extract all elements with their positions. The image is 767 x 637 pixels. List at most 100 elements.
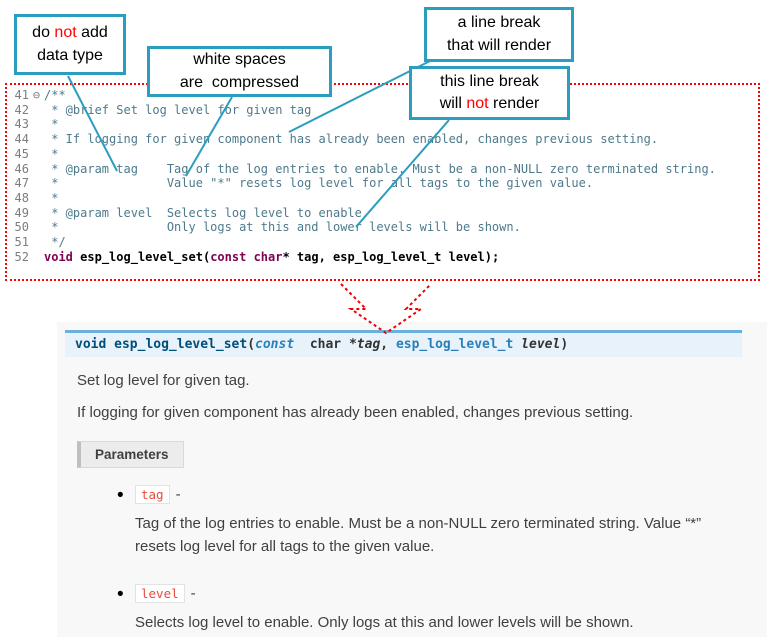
code-line: 50 * Only logs at this and lower levels … — [7, 220, 758, 235]
code-text: * Only logs at this and lower levels wil… — [44, 220, 521, 235]
fold-gutter — [29, 147, 44, 162]
code-line: 48 * — [7, 191, 758, 206]
fold-gutter — [29, 250, 44, 265]
signature-token: , — [380, 337, 396, 352]
code-line: 47 * Value "*" resets log level for all … — [7, 176, 758, 191]
code-token: * tag, esp_log_level_t level); — [282, 249, 500, 264]
code-text: * — [44, 117, 58, 132]
fold-gutter — [29, 176, 44, 191]
code-token: char — [253, 249, 283, 264]
line-number: 47 — [14, 176, 29, 191]
function-signature: void esp_log_level_set(const char *tag, … — [65, 330, 742, 357]
line-number: 48 — [14, 190, 29, 205]
code-text: * @param level Selects log level to enab… — [44, 206, 369, 221]
code-line: 49 * @param level Selects log level to e… — [7, 206, 758, 221]
line-number: 42 — [14, 102, 29, 117]
param-item: tag- Tag of the log entries to enable. Mu… — [117, 485, 743, 559]
fold-gutter — [29, 206, 44, 221]
line-number: 51 — [14, 235, 29, 250]
line-number: 49 — [14, 205, 29, 220]
code-token: const — [210, 249, 247, 264]
line-number: 44 — [14, 132, 29, 147]
callout-text: will — [439, 95, 467, 112]
code-line: 52 void esp_log_level_set(const char* tag… — [7, 250, 758, 265]
code-editor: 41⊖/**42 * @brief Set log level for give… — [5, 83, 760, 281]
line-number: 52 — [14, 249, 29, 264]
code-text: * — [44, 191, 58, 206]
param-name-chip: tag — [135, 485, 170, 504]
code-text: * @param tag Tag of the log entries to e… — [44, 162, 716, 177]
code-token: */ — [44, 235, 66, 250]
params-list: tag- Tag of the log entries to enable. Mu… — [65, 485, 743, 634]
line-number: 50 — [14, 220, 29, 235]
param-description: Selects log level to enable. Only logs a… — [135, 613, 634, 631]
callout-text: do not add — [32, 22, 108, 44]
signature-token: level — [521, 337, 561, 352]
code-text: * — [44, 147, 58, 162]
code-token: * — [44, 146, 59, 161]
code-token: * @brief Set log level for given tag — [44, 102, 312, 117]
param-dash: - — [175, 486, 181, 503]
code-token: /** — [44, 88, 66, 102]
line-number: 45 — [14, 146, 29, 161]
callout-text: will not render — [440, 93, 540, 115]
callout-break-norender: this line break will not render — [409, 66, 570, 120]
code-line: 43 * — [7, 117, 758, 132]
code-text: /** — [44, 88, 66, 103]
code-line: 51 */ — [7, 235, 758, 250]
callout-text: that will render — [446, 36, 552, 54]
code-text: * @brief Set log level for given tag — [44, 103, 311, 118]
code-token: * If logging for given component has alr… — [44, 132, 659, 147]
code-token: * Only logs at this and lower levels wil… — [44, 220, 521, 235]
code-text: void esp_log_level_set(const char* tag, … — [44, 250, 499, 265]
callout-text: white spaces — [193, 51, 286, 69]
callout-text: add — [76, 24, 108, 42]
code-token: * — [44, 190, 59, 205]
rendered-docs: void esp_log_level_set(const char *tag, … — [57, 322, 767, 637]
callout-text: this line break — [440, 72, 539, 90]
fold-gutter — [29, 103, 44, 118]
code-line: 42 * @brief Set log level for given tag — [7, 103, 758, 118]
callout-break-render: a line break that will render — [424, 7, 574, 62]
brief-text: Set log level for given tag. — [77, 372, 250, 389]
line-number: 43 — [14, 117, 29, 132]
callout-text: a line break — [457, 14, 541, 32]
code-line: 44 * If logging for given component has … — [7, 132, 758, 147]
fold-gutter — [29, 191, 44, 206]
code-token: * @param level Selects log level to enab… — [44, 205, 370, 220]
param-item: level-Selects log level to enable. Only … — [117, 583, 743, 634]
param-description: Tag of the log entries to enable. Must b… — [135, 515, 702, 556]
callout-no-datatype: do not add data type — [14, 14, 126, 75]
fold-gutter — [29, 235, 44, 250]
code-token: * — [44, 117, 59, 132]
signature-token: esp_log_level_set — [114, 337, 248, 352]
signature-token: char * — [294, 337, 357, 352]
signature-token: void — [75, 337, 115, 352]
callout-text-emphasis: not — [54, 24, 77, 42]
fold-gutter — [29, 132, 44, 147]
line-number: 41 — [14, 88, 29, 102]
callout-whitespace: white spaces are compressed — [147, 46, 332, 97]
signature-token: ( — [247, 337, 256, 352]
signature-token: esp_log_level_t — [395, 337, 522, 352]
code-line: 46 * @param tag Tag of the log entries t… — [7, 162, 758, 177]
code-text: * If logging for given component has alr… — [44, 132, 658, 147]
signature-token: tag — [356, 337, 381, 352]
fold-collapse-icon[interactable]: ⊖ — [32, 88, 41, 102]
param-name-chip: level — [135, 583, 185, 603]
signature-token: ) — [560, 337, 569, 352]
detail-text: If logging for given component has alrea… — [77, 404, 634, 421]
code-token: * @param tag Tag of the log entries to e… — [44, 161, 716, 176]
fold-gutter — [29, 117, 44, 132]
code-token — [246, 250, 253, 264]
code-token: void — [44, 249, 73, 264]
code-line: 41⊖/** — [7, 88, 758, 103]
code-token: ( — [202, 249, 211, 264]
callout-text: render — [488, 95, 540, 112]
fold-gutter — [29, 220, 44, 235]
code-token: * Value "*" resets log level for all tag… — [44, 176, 594, 191]
code-text: * Value "*" resets log level for all tag… — [44, 176, 593, 191]
signature-token: const — [255, 337, 295, 352]
callout-text: are compressed — [179, 73, 300, 91]
